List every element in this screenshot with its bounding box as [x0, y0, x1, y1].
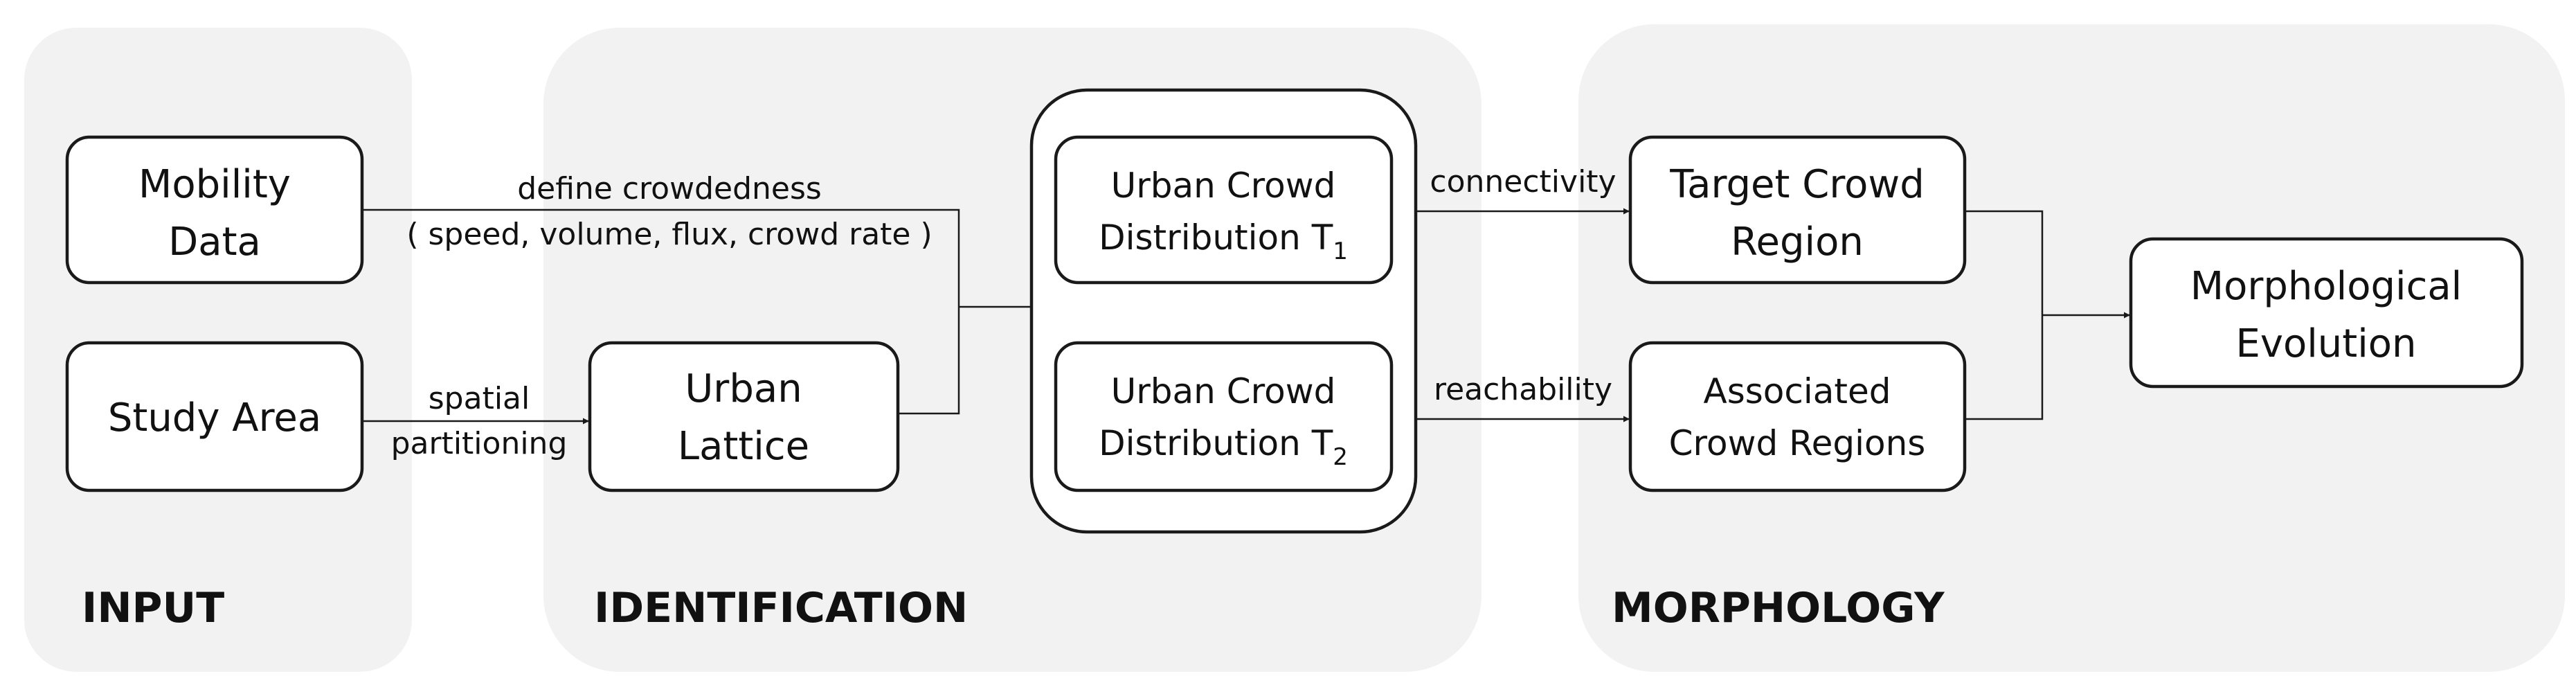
- crowd-distribution-t2-node: [1054, 341, 1394, 492]
- define-crowdedness-label: define crowdedness: [517, 171, 822, 206]
- urban-lattice-edge: [898, 307, 960, 415]
- crowd-distribution-t2-line1: Urban Crowd: [1111, 371, 1336, 411]
- crowd-distribution-t2-line2: Distribution T2: [1099, 423, 1348, 471]
- mobility-data-label-line2: Data: [168, 220, 261, 265]
- partitioning-label: partitioning: [391, 426, 568, 461]
- input-section-label: INPUT: [82, 584, 224, 632]
- identification-section-label: IDENTIFICATION: [594, 584, 968, 632]
- spatial-label: spatial: [429, 381, 530, 416]
- crowd-distribution-t1-node: [1054, 135, 1394, 285]
- morphological-evolution-node: [2129, 237, 2524, 389]
- morphological-evolution-line2: Evolution: [2235, 321, 2416, 366]
- associated-crowd-regions-line2: Crowd Regions: [1669, 423, 1926, 463]
- target-crowd-region-node: [1628, 135, 1967, 285]
- study-area-label: Study Area: [108, 395, 321, 441]
- mobility-data-node: [65, 135, 364, 285]
- target-region-merge-edge: [1965, 210, 2044, 315]
- define-crowdedness-edge: [362, 208, 960, 307]
- reachability-label: reachability: [1434, 372, 1612, 407]
- target-crowd-region-line1: Target Crowd: [1669, 162, 1925, 207]
- morphology-section-label: MORPHOLOGY: [1612, 584, 1945, 632]
- crowd-distribution-t1-line2: Distribution T1: [1099, 217, 1348, 265]
- associated-crowd-regions-line1: Associated: [1703, 371, 1891, 411]
- connectivity-label: connectivity: [1430, 164, 1616, 199]
- mobility-data-label-line1: Mobility: [138, 162, 291, 207]
- associated-crowd-regions-node: [1628, 341, 1967, 492]
- crowdedness-metrics-label: ( speed, volume, flux, crowd rate ): [406, 217, 932, 252]
- morphological-evolution-line1: Morphological: [2190, 264, 2462, 309]
- urban-lattice-label-line2: Lattice: [678, 424, 809, 469]
- target-crowd-region-line2: Region: [1731, 220, 1864, 265]
- associated-regions-merge-edge: [1965, 315, 2044, 420]
- study-area-node: [65, 341, 364, 492]
- urban-lattice-node: [588, 341, 900, 492]
- urban-lattice-label-line1: Urban: [685, 366, 802, 411]
- crowd-distribution-t1-line1: Urban Crowd: [1111, 166, 1336, 206]
